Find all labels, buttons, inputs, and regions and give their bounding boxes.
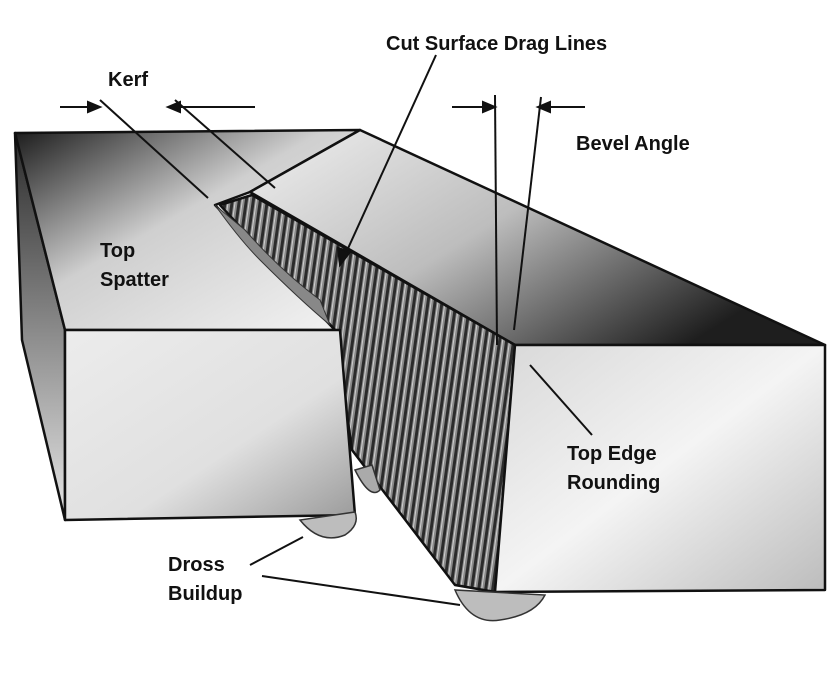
right-front-face [493, 343, 827, 594]
top-spatter-line1: Top [100, 240, 136, 262]
top-edge-line1: Top Edge [567, 443, 657, 465]
bevel-angle-label: Bevel Angle [576, 133, 690, 155]
top-edge-line2: Rounding [567, 472, 661, 494]
top-spatter-line2: Spatter [100, 269, 169, 291]
dross-buildup [298, 464, 547, 622]
left-front-face [63, 328, 357, 522]
kerf-label: Kerf [108, 69, 149, 91]
top-spatter [214, 204, 331, 326]
drag-lines-label: Cut Surface Drag Lines [386, 33, 608, 55]
dross-line2: Buildup [168, 583, 243, 605]
dross-line1: Dross [168, 554, 225, 576]
leader-lines [60, 54, 593, 606]
